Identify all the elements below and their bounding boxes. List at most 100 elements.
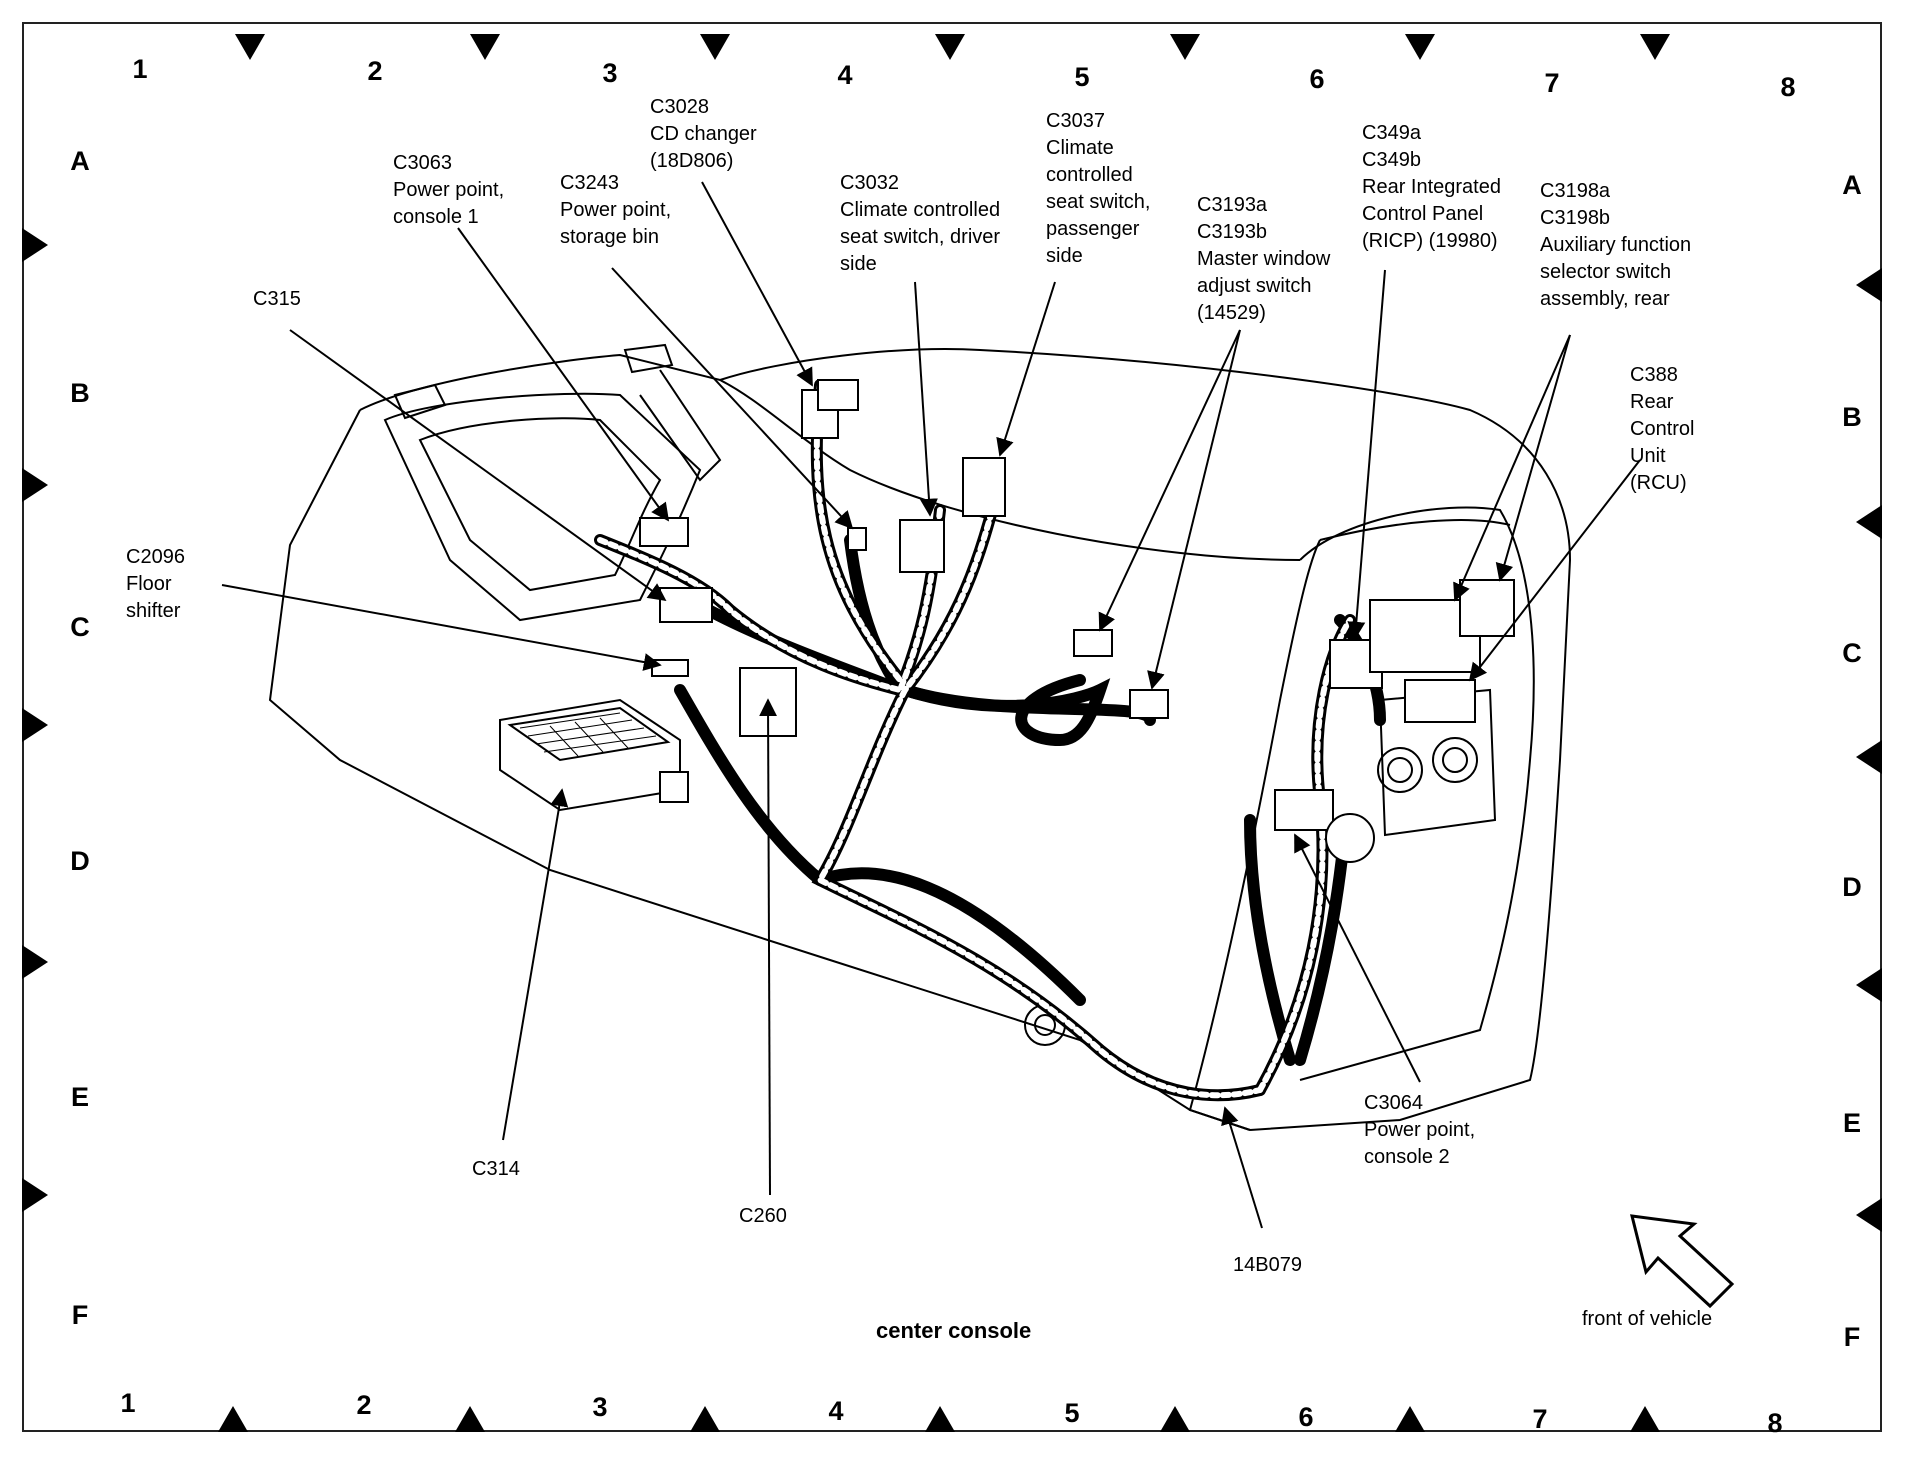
front-arrow-icon: [1630, 1214, 1735, 1309]
label-line: C3198b: [1540, 207, 1611, 229]
grid-label: C: [1842, 638, 1862, 668]
label-line: seat switch, driver: [840, 226, 1001, 248]
label-line: selector switch: [1540, 261, 1672, 283]
label-line: side: [1046, 245, 1083, 267]
label-line: C3243: [560, 172, 619, 194]
label-line: Floor: [126, 573, 172, 595]
label-line: (RICP) (19980): [1362, 230, 1498, 252]
label-line: Rear Integrated: [1362, 176, 1501, 198]
label-line: C3032: [840, 172, 899, 194]
label-line: side: [840, 253, 877, 275]
label-line: C3193a: [1197, 194, 1268, 216]
grid-label: 6: [1298, 1402, 1314, 1432]
label-line: controlled: [1046, 164, 1133, 186]
label-line: Auxiliary function: [1540, 234, 1692, 256]
grid-label: D: [1842, 872, 1862, 902]
label-14b079: 14B079: [1233, 1252, 1302, 1279]
label-line: shifter: [126, 600, 181, 622]
label-line: C260: [739, 1205, 787, 1227]
grid-label: 7: [1532, 1404, 1548, 1434]
label-line: C315: [253, 288, 301, 310]
label-line: Master window: [1197, 248, 1331, 270]
grid-label: F: [71, 1300, 89, 1330]
grid-label: 4: [828, 1396, 844, 1426]
border-markers: [22, 34, 1882, 1432]
label-c260: C260: [739, 1203, 787, 1230]
label-c314: C314: [472, 1156, 520, 1183]
label-line: console 2: [1364, 1146, 1450, 1168]
grid-label: 2: [356, 1390, 372, 1420]
label-line: C3063: [393, 152, 452, 174]
label-line: adjust switch: [1197, 275, 1312, 297]
label-line: Control: [1630, 418, 1695, 440]
grid-label: 4: [837, 60, 853, 90]
label-line: C349a: [1362, 122, 1421, 144]
grid-label: C: [70, 612, 90, 642]
console-body: [268, 343, 1572, 1131]
grid-label: A: [70, 146, 90, 176]
label-line: C3193b: [1197, 221, 1268, 243]
label-line: 14B079: [1233, 1254, 1302, 1276]
grid-label: 8: [1780, 72, 1796, 102]
grid-label: 8: [1767, 1408, 1783, 1438]
label-line: (18D806): [650, 150, 734, 172]
label-line: assembly, rear: [1540, 288, 1670, 310]
label-line: Unit: [1630, 445, 1666, 467]
label-line: C2096: [126, 546, 185, 568]
grid-label: 5: [1064, 1398, 1080, 1428]
grid-label: 3: [592, 1392, 608, 1422]
label-line: Climate: [1046, 137, 1114, 159]
label-c315: C315: [253, 286, 301, 313]
label-line: Climate controlled: [840, 199, 1001, 221]
grid-label: 2: [367, 56, 383, 86]
grille: [519, 712, 657, 757]
grid-label: E: [70, 1082, 89, 1112]
label-line: C3028: [650, 96, 709, 118]
label-line: storage bin: [560, 226, 659, 248]
grid-label: 6: [1309, 64, 1325, 94]
label-line: C3198a: [1540, 180, 1611, 202]
label-line: Power point,: [393, 179, 505, 201]
label-line: C3037: [1046, 110, 1105, 132]
grid-label: D: [70, 846, 90, 876]
grid-label: 5: [1074, 62, 1090, 92]
grid-label: B: [1842, 402, 1862, 432]
label-line: passenger: [1046, 218, 1140, 240]
grid-label: 3: [602, 58, 618, 88]
grid-label: B: [70, 378, 90, 408]
label-c3028: C3028 CD changer (18D806): [650, 94, 757, 175]
label-line: (RCU): [1630, 472, 1687, 494]
label-line: Power point,: [560, 199, 672, 221]
label-line: C388: [1630, 364, 1678, 386]
leader-lines: [221, 181, 1641, 1229]
grid-label: 1: [120, 1388, 136, 1418]
grid-label: 7: [1544, 68, 1560, 98]
label-line: Control Panel: [1362, 203, 1484, 225]
label-line: console 1: [393, 206, 479, 228]
grid-label: 1: [132, 54, 148, 84]
diagram-title: center console: [876, 1318, 1032, 1343]
connectors: [499, 379, 1515, 863]
label-line: seat switch,: [1046, 191, 1151, 213]
front-of-vehicle-label: front of vehicle: [1582, 1308, 1713, 1330]
label-line: C3064: [1364, 1092, 1423, 1114]
label-line: C349b: [1362, 149, 1421, 171]
grid-label: F: [1843, 1322, 1861, 1352]
label-line: Power point,: [1364, 1119, 1476, 1141]
label-line: Rear: [1630, 391, 1674, 413]
label-line: C314: [472, 1158, 520, 1180]
grid-label: A: [1842, 170, 1862, 200]
label-line: CD changer: [650, 123, 757, 145]
